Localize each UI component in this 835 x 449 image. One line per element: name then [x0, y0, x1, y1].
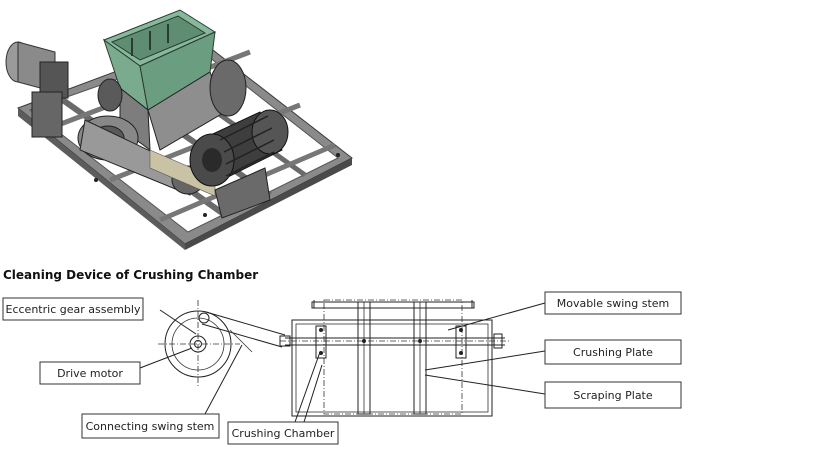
svg-text:Movable swing stem: Movable swing stem: [557, 297, 670, 310]
svg-text:Crushing Plate: Crushing Plate: [573, 346, 653, 359]
svg-text:Crushing Chamber: Crushing Chamber: [232, 427, 335, 440]
swing-shaft: [280, 333, 510, 349]
crusher-body: [97, 59, 247, 152]
schematic-drawing: [158, 299, 510, 417]
label-drive-motor: Drive motor: [39, 361, 141, 385]
left-motor: [5, 41, 69, 138]
label-scraping-plate: Scraping Plate: [544, 381, 682, 409]
front-motor: [189, 109, 289, 219]
crushing-chamber-outline: [291, 299, 493, 417]
svg-text:Connecting swing stem: Connecting swing stem: [86, 420, 215, 433]
svg-text:Eccentric gear assembly: Eccentric gear assembly: [6, 303, 141, 316]
label-eccentric-gear-assembly: Eccentric gear assembly: [2, 297, 144, 321]
green-hopper: [102, 9, 217, 112]
connecting-swing-stem-link: [201, 311, 291, 353]
leader-lines: [139, 302, 546, 423]
svg-text:Scraping Plate: Scraping Plate: [573, 389, 653, 402]
label-crushing-chamber: Crushing Chamber: [227, 421, 339, 445]
diagram-heading: Cleaning Device of Crushing Chamber: [3, 268, 258, 282]
label-connecting-swing-stem: Connecting swing stem: [81, 413, 220, 439]
label-crushing-plate: Crushing Plate: [544, 339, 682, 365]
eccentric-gear-wheel: [158, 300, 240, 388]
machine-3d-render: [5, 9, 353, 250]
svg-text:Drive motor: Drive motor: [57, 367, 123, 380]
label-movable-swing-stem: Movable swing stem: [544, 291, 682, 315]
scraping-plates: [357, 301, 427, 415]
bearing-blocks: [315, 325, 467, 359]
